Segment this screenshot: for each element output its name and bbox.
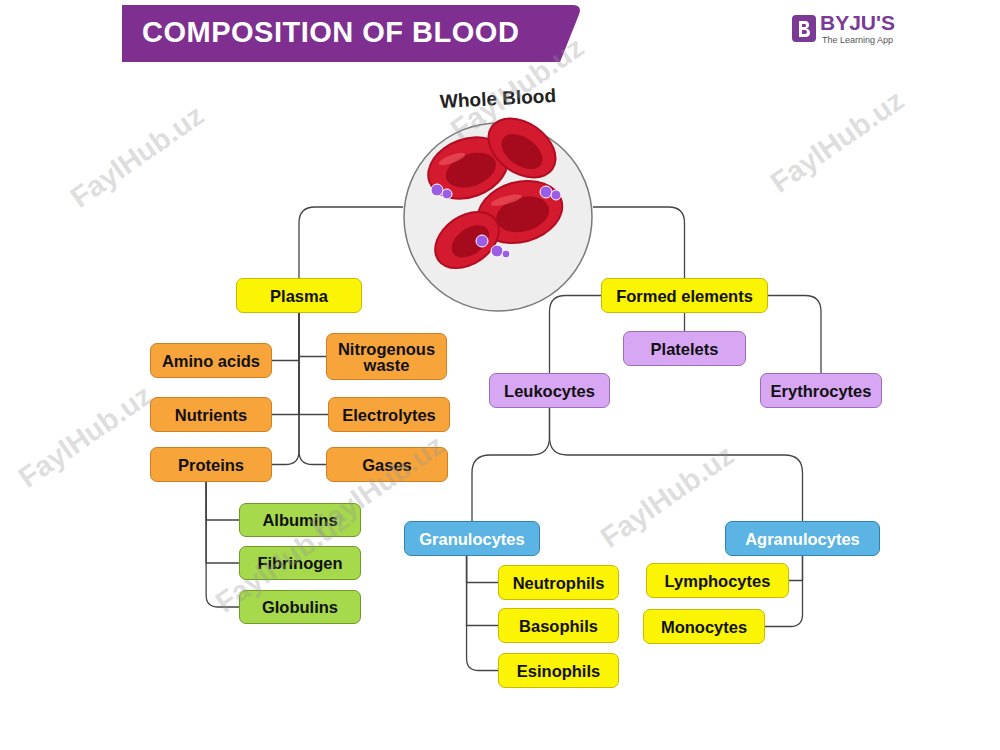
box-label: Amino acids — [162, 353, 260, 369]
component-box: Proteins — [150, 447, 272, 482]
watermark: FaylHub.uz — [595, 439, 741, 555]
protein-box: Globulins — [239, 590, 361, 624]
category-box: Formed elements — [601, 278, 768, 313]
cell-box: Monocytes — [643, 609, 765, 644]
connector-line — [467, 556, 498, 626]
connector-line — [299, 313, 326, 465]
box-label: Esinophils — [517, 663, 600, 679]
group-box: Agranulocytes — [725, 521, 880, 556]
watermark: FaylHub.uz — [65, 99, 211, 215]
box-label: Leukocytes — [504, 383, 595, 399]
cell-box: Esinophils — [498, 653, 619, 688]
protein-box: Fibrinogen — [239, 546, 361, 580]
component-box: Gases — [326, 447, 448, 482]
box-label: Formed elements — [616, 288, 753, 304]
circle-shape — [404, 123, 592, 311]
connector-line — [206, 482, 239, 563]
connector-line — [593, 207, 685, 278]
connector-line — [472, 408, 550, 521]
circle-outline — [403, 80, 593, 312]
box-label: Basophils — [519, 618, 598, 634]
box-label: Nitrogenous waste — [331, 341, 442, 373]
brand-name: BYJU'S — [820, 11, 895, 35]
box-label: Erythrocytes — [771, 383, 872, 399]
whole-blood-circle: Whole Blood — [403, 80, 593, 312]
group-box: Granulocytes — [404, 521, 540, 556]
cell-box: Lymphocytes — [646, 563, 789, 598]
cell-box: Basophils — [498, 608, 619, 643]
connector-line — [272, 313, 299, 415]
component-box: Nutrients — [150, 397, 272, 432]
connector-line — [789, 556, 803, 581]
component-box: Amino acids — [150, 343, 272, 378]
cell-type-box: Platelets — [623, 331, 746, 366]
box-label: Neutrophils — [513, 575, 605, 591]
box-label: Granulocytes — [419, 531, 524, 547]
category-box: Plasma — [236, 278, 362, 313]
diagram-title: COMPOSITION OF BLOOD — [142, 16, 519, 49]
connector-line — [768, 296, 821, 374]
connector-line — [684, 313, 685, 331]
box-label: Plasma — [270, 288, 328, 304]
connector-line — [299, 313, 326, 357]
box-label: Globulins — [262, 599, 338, 615]
box-label: Monocytes — [661, 619, 747, 635]
cell-box: Neutrophils — [498, 565, 619, 600]
watermark: FaylHub.uz — [765, 84, 911, 200]
brand-icon — [792, 15, 816, 42]
circle-heading: Whole Blood — [403, 83, 594, 115]
box-label: Nutrients — [175, 407, 247, 423]
box-label: Lymphocytes — [665, 573, 771, 589]
box-label: Gases — [362, 457, 412, 473]
cell-type-box: Erythrocytes — [760, 373, 882, 408]
box-label: Platelets — [651, 341, 719, 357]
box-label: Electrolytes — [342, 407, 436, 423]
component-box: Nitrogenous waste — [326, 333, 447, 380]
box-label: Albumins — [262, 512, 337, 528]
connector-line — [299, 207, 403, 278]
connector-line — [206, 482, 239, 607]
box-label: Proteins — [178, 457, 244, 473]
cell-type-box: Leukocytes — [489, 373, 610, 408]
connector-line — [550, 408, 803, 521]
brand-tagline: The Learning App — [822, 35, 893, 45]
connector-line — [467, 556, 498, 671]
connector-line — [272, 313, 299, 361]
connector-line — [550, 296, 602, 374]
connector-line — [467, 556, 498, 583]
connector-line — [206, 482, 239, 520]
connector-line — [299, 313, 328, 415]
box-label: Agranulocytes — [745, 531, 860, 547]
watermark: FaylHub.uz — [13, 379, 159, 495]
component-box: Electrolytes — [328, 397, 450, 432]
protein-box: Albumins — [239, 503, 361, 537]
connector-line — [272, 313, 299, 465]
box-label: Fibrinogen — [257, 555, 342, 571]
